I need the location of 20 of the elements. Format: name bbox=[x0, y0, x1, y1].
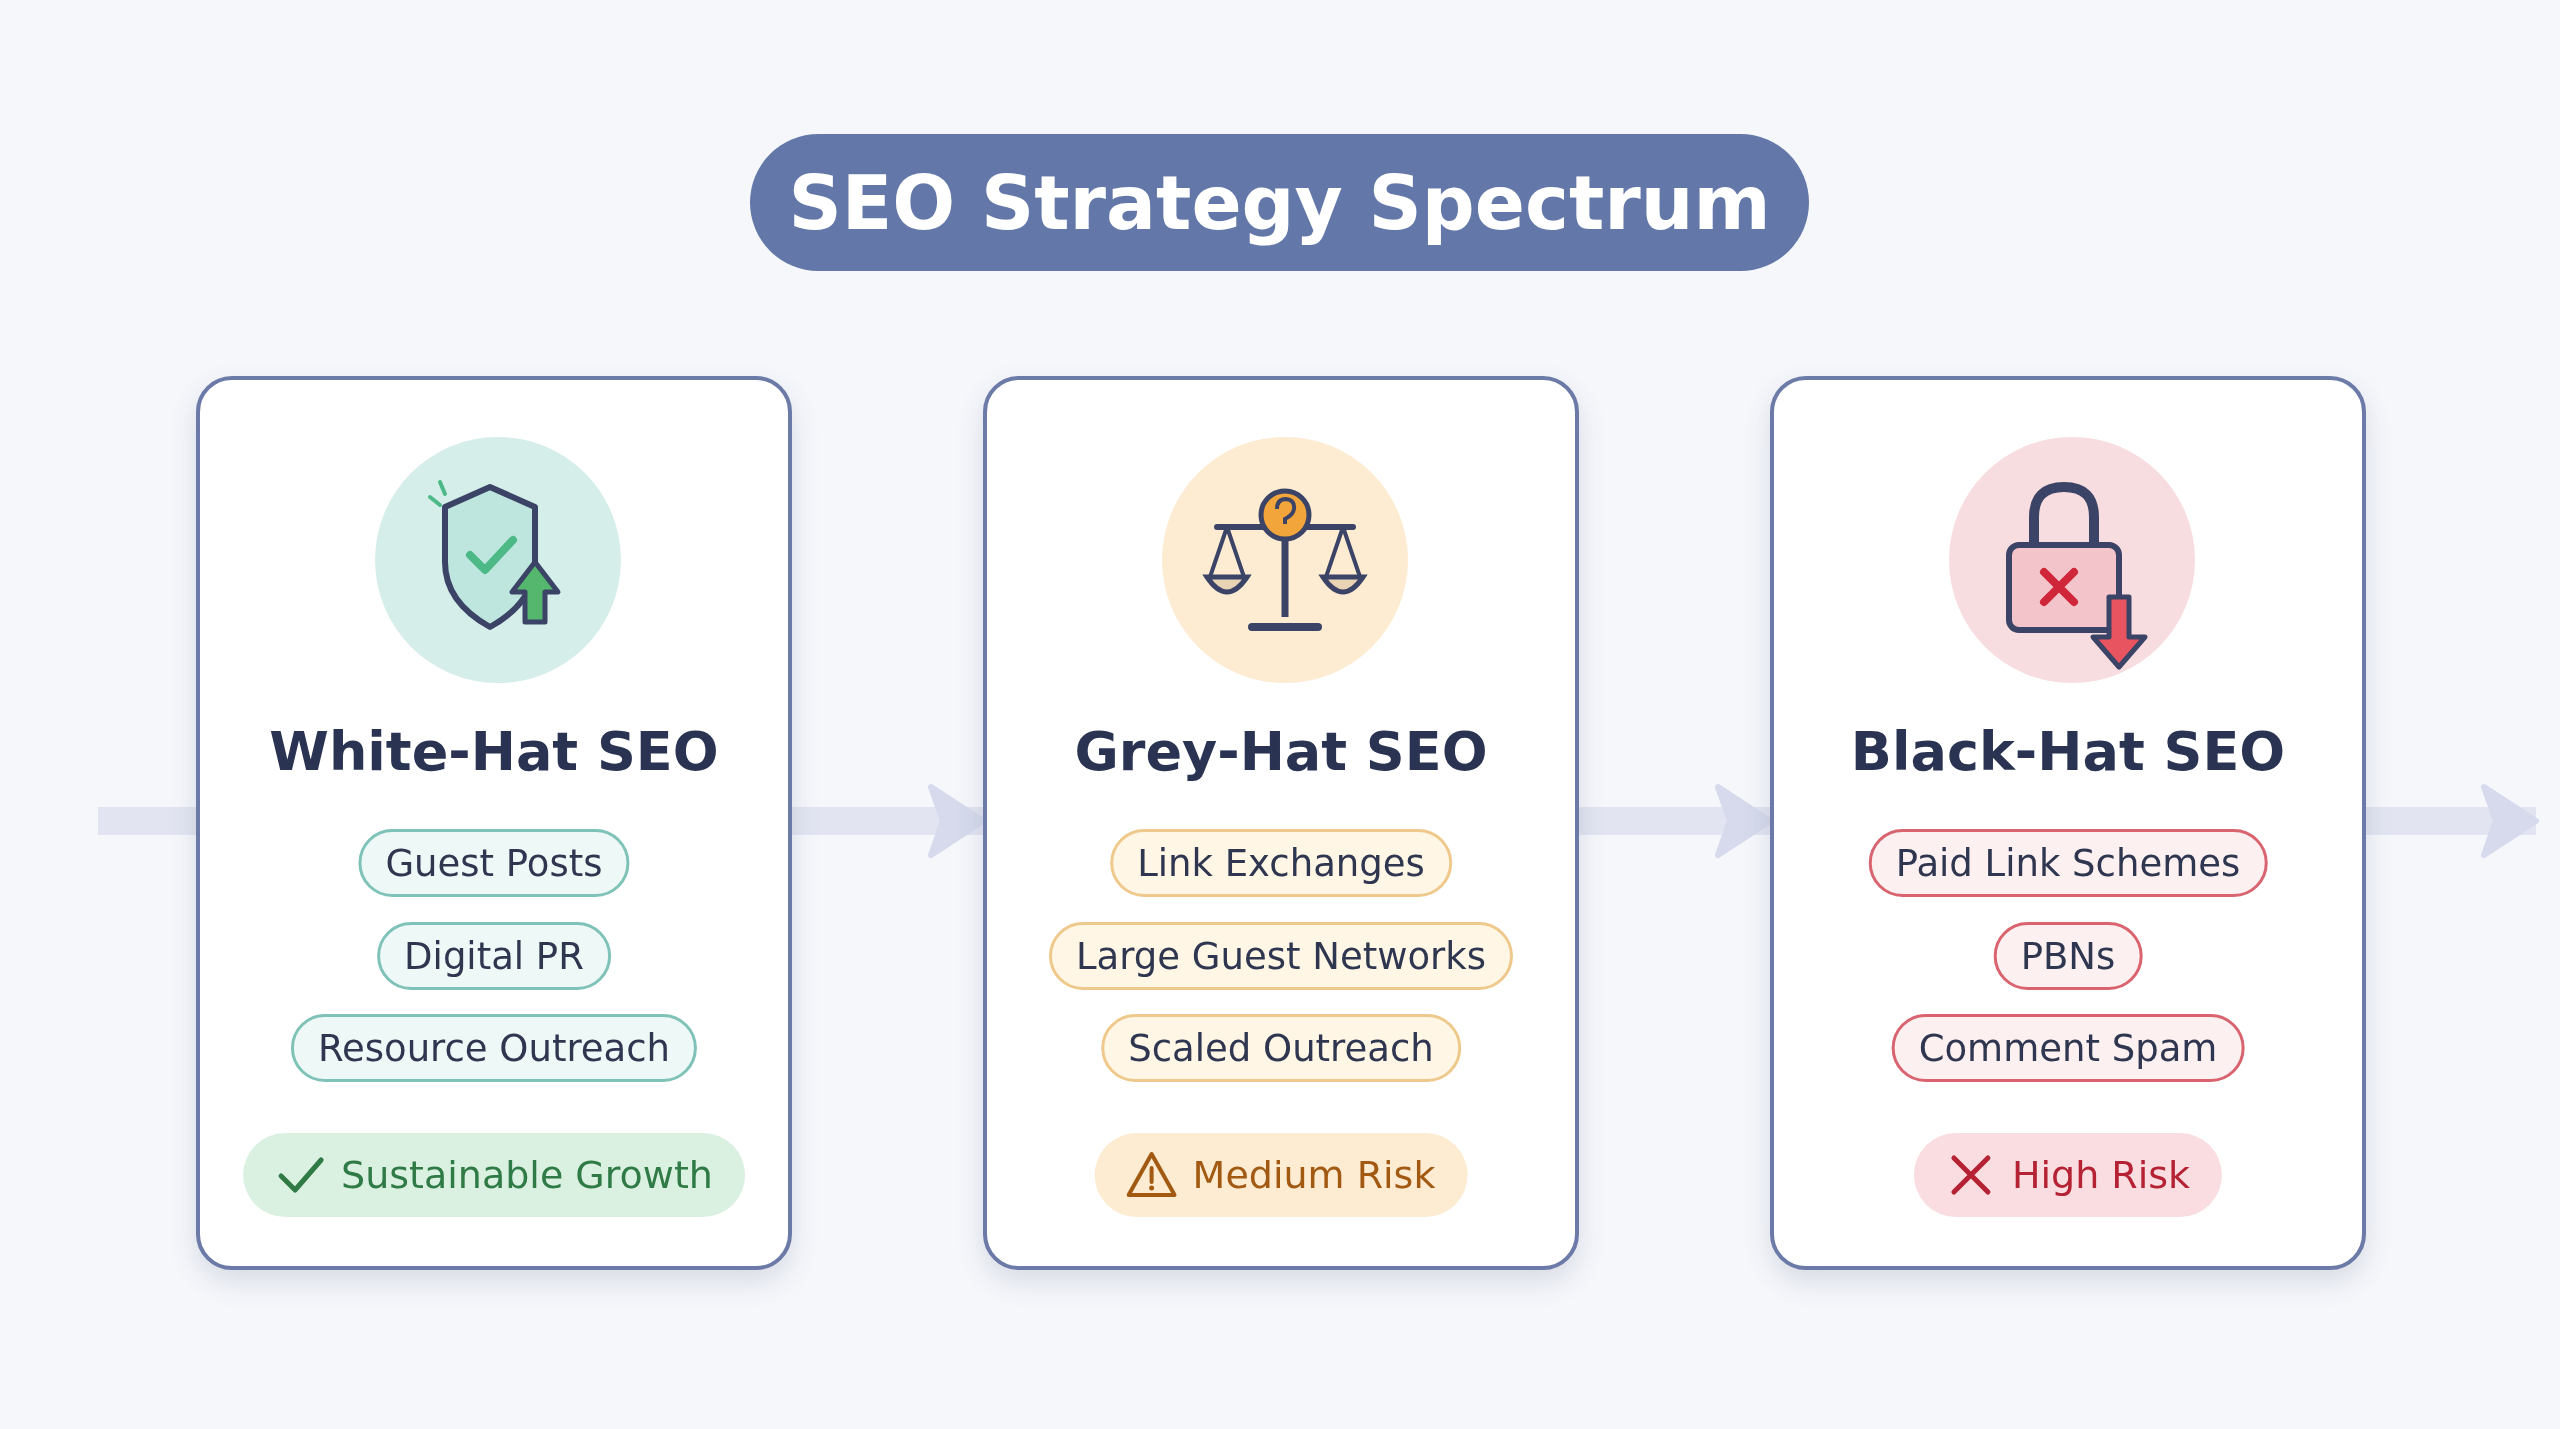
card-heading: Grey-Hat SEO bbox=[1073, 720, 1489, 783]
tactic-tag: Scaled Outreach bbox=[1101, 1014, 1461, 1082]
tactic-tag: PBNs bbox=[1993, 922, 2143, 990]
badge-text: High Risk bbox=[2011, 1153, 2191, 1197]
category-card bbox=[983, 376, 1579, 1270]
badge-text: Medium Risk bbox=[1192, 1153, 1436, 1197]
arrow bbox=[2366, 784, 2539, 858]
tactic-tag: Large Guest Networks bbox=[1048, 922, 1514, 990]
tactic-tag: Guest Posts bbox=[358, 829, 630, 897]
title-banner: SEO Strategy Spectrum bbox=[750, 134, 1809, 271]
category-card bbox=[1770, 376, 2366, 1270]
tactic-tag: Link Exchanges bbox=[1110, 829, 1452, 897]
tactic-tag: Resource Outreach bbox=[290, 1014, 698, 1082]
tactic-tag: Digital PR bbox=[377, 922, 611, 990]
tactic-tag: Paid Link Schemes bbox=[1868, 829, 2268, 897]
card-heading: Black-Hat SEO bbox=[1849, 720, 2287, 783]
category-card bbox=[196, 376, 792, 1270]
tactic-tag: Comment Spam bbox=[1891, 1014, 2245, 1082]
badge-text: Sustainable Growth bbox=[341, 1153, 713, 1197]
card-heading: White-Hat SEO bbox=[268, 720, 720, 783]
